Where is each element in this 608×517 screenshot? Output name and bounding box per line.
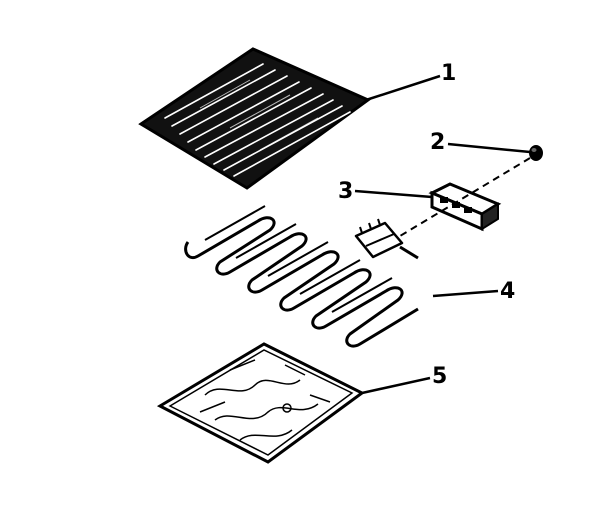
- leader-line-1: [365, 74, 441, 102]
- callout-label-1: 1: [441, 61, 457, 86]
- reflector-pan: [156, 342, 365, 464]
- broil-pan-grid: [138, 47, 371, 190]
- leader-line-4: [432, 289, 499, 298]
- leader-line-3: [354, 189, 433, 199]
- callout-label-5: 5: [432, 364, 448, 389]
- leader-lines: [354, 74, 531, 395]
- callout-label-4: 4: [500, 279, 516, 304]
- callout-label-2: 2: [430, 130, 446, 155]
- terminal-screw: [529, 145, 543, 161]
- leader-line-5: [361, 376, 431, 395]
- assembly-line: [384, 157, 531, 246]
- terminal-block: [428, 182, 502, 232]
- leader-line-2: [447, 142, 531, 154]
- heating-element: [184, 205, 419, 348]
- callout-label-3: 3: [338, 179, 354, 204]
